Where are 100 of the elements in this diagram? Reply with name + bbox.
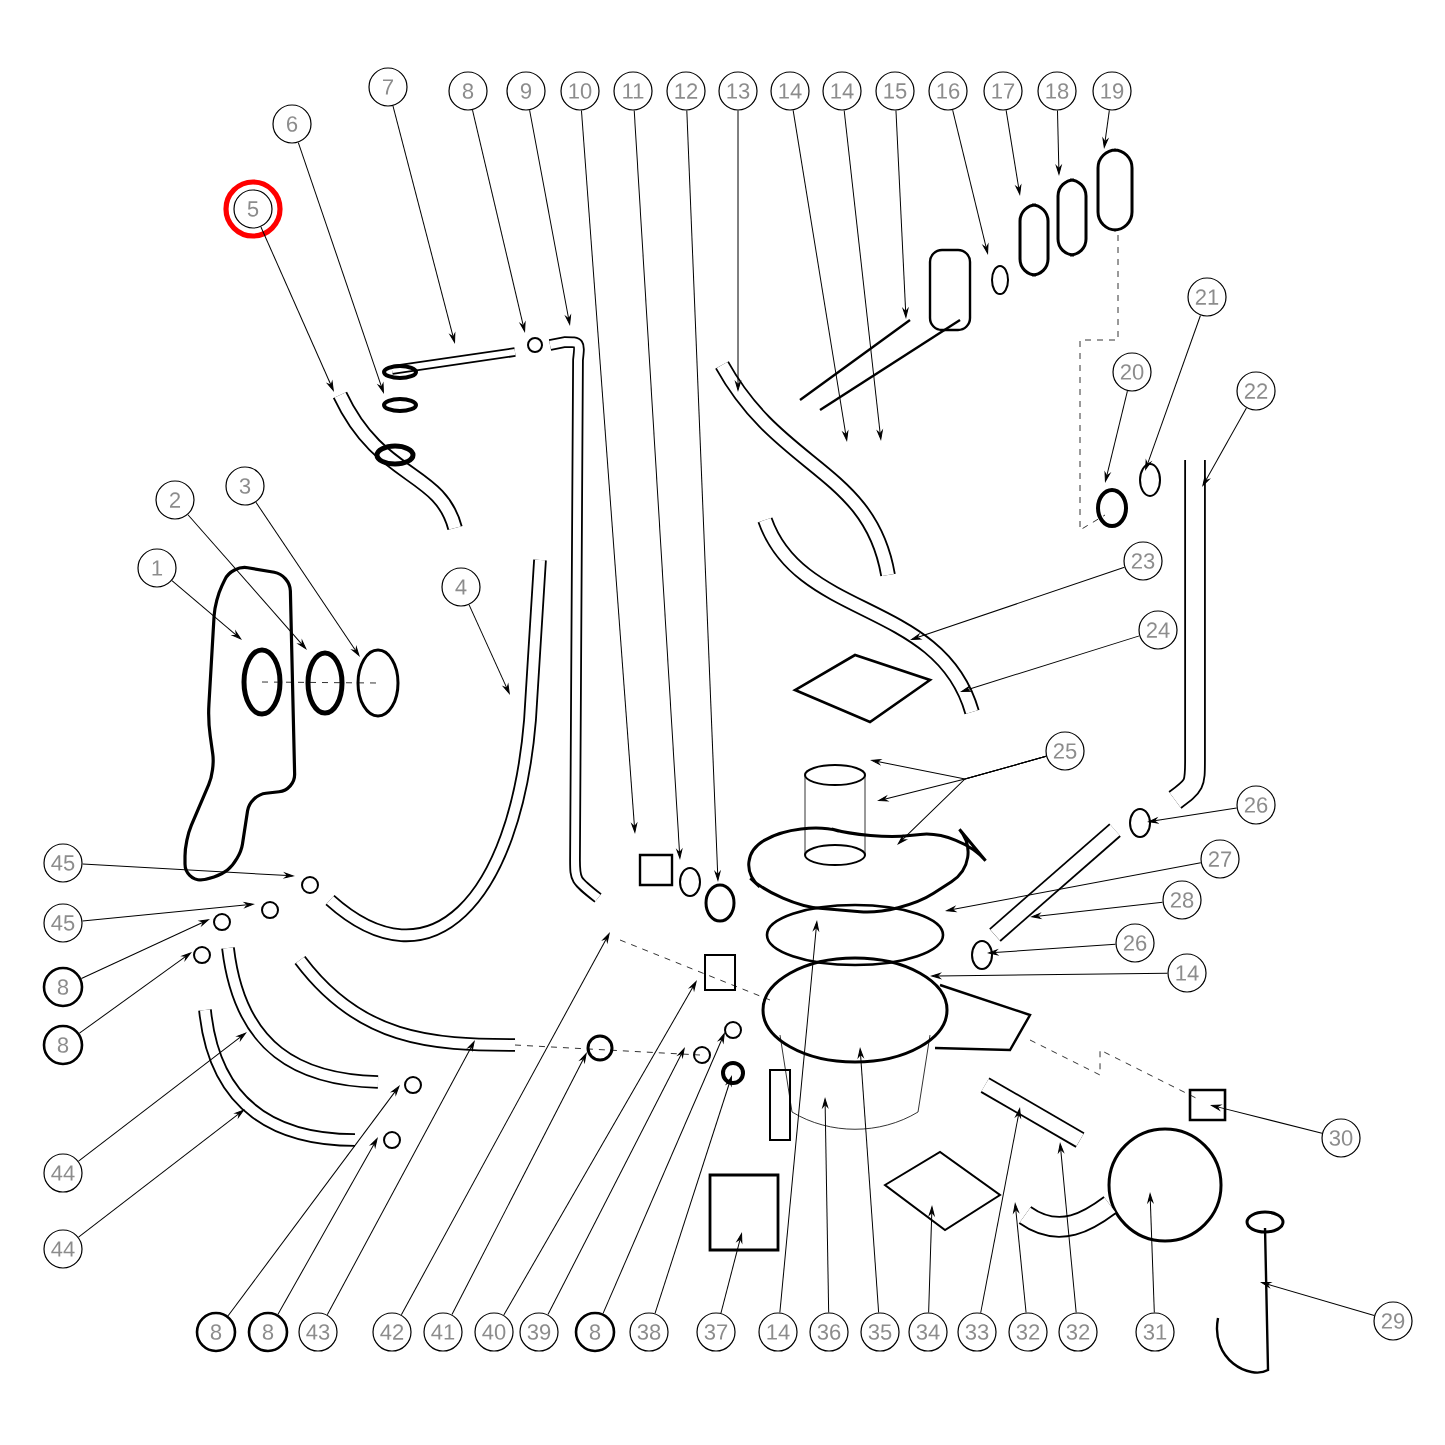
callout-number: 8 — [574, 1311, 616, 1353]
leader-line — [857, 1048, 880, 1313]
leader-line — [392, 105, 456, 343]
leader-line — [735, 110, 741, 391]
callout-number: 5 — [233, 189, 273, 229]
callout-number: 32 — [1058, 1312, 1098, 1352]
leader-line — [547, 1048, 685, 1316]
callout-number: 35 — [860, 1312, 900, 1352]
leader-line — [297, 142, 384, 393]
callout-number: 8 — [195, 1311, 237, 1353]
callout-number: 11 — [613, 71, 653, 111]
leader-line — [1104, 390, 1128, 482]
callout-number: 1 — [137, 548, 177, 588]
callout-number: 33 — [957, 1312, 997, 1352]
callout-number: 43 — [298, 1312, 338, 1352]
leader-line — [792, 109, 849, 441]
leader-line — [171, 580, 242, 640]
leader-line — [1145, 314, 1201, 470]
callout-number: 37 — [696, 1312, 736, 1352]
leader-line — [78, 1032, 247, 1162]
leader-line — [931, 972, 1168, 979]
callout-number: 6 — [272, 104, 312, 144]
leader-line — [503, 981, 697, 1316]
callout-number: 14 — [758, 1312, 798, 1352]
leader-line — [988, 943, 1116, 956]
callout-number: 19 — [1092, 71, 1132, 111]
callout-number: 4 — [441, 567, 481, 607]
callout-number: 9 — [506, 71, 546, 111]
leader-line — [843, 110, 883, 440]
callout-number: 27 — [1200, 839, 1240, 879]
callout-number: 25 — [1045, 731, 1085, 771]
callout-number: 15 — [875, 71, 915, 111]
callout-number: 14 — [1167, 953, 1207, 993]
leader-line — [472, 109, 526, 332]
callout-number: 22 — [1236, 371, 1276, 411]
callout-number: 34 — [908, 1312, 948, 1352]
callout-number: 3 — [225, 466, 265, 506]
callout-number: 28 — [1162, 880, 1202, 920]
leader-line — [633, 110, 683, 859]
leader-line — [78, 952, 192, 1034]
callout-number: 38 — [629, 1312, 669, 1352]
leader-line — [1005, 109, 1022, 195]
leader-line — [952, 109, 989, 254]
leader-line — [260, 226, 334, 391]
callout-number: 10 — [560, 71, 600, 111]
callout-number: 39 — [519, 1312, 559, 1352]
leader-line — [980, 1108, 1021, 1314]
callout-number: 20 — [1112, 352, 1152, 392]
callout-number: 14 — [822, 71, 862, 111]
callout-number: 12 — [666, 71, 706, 111]
leader-line — [911, 566, 1125, 640]
callout-number: 16 — [928, 71, 968, 111]
leader-line — [1013, 1203, 1027, 1313]
leader-line — [326, 1041, 475, 1316]
leader-line — [1147, 1193, 1155, 1313]
callout-number: 7 — [368, 67, 408, 107]
callout-number: 8 — [42, 966, 84, 1008]
leader-line — [78, 1109, 245, 1238]
leader-line — [822, 1098, 830, 1313]
callout-number: 44 — [43, 1153, 83, 1193]
leader-line — [1202, 407, 1247, 486]
leader-line — [779, 921, 819, 1313]
callout-number: 45 — [43, 903, 83, 943]
callout-number: 32 — [1008, 1312, 1048, 1352]
leader-line — [1261, 1282, 1375, 1316]
callout-number: 21 — [1187, 277, 1227, 317]
leader-line — [580, 110, 638, 833]
leader-line — [1055, 110, 1062, 175]
leader-line — [400, 933, 610, 1316]
leader-line — [946, 862, 1202, 913]
callout-number: 42 — [372, 1312, 412, 1352]
leader-line — [720, 1233, 743, 1314]
callout-number: 13 — [718, 71, 758, 111]
leader-line — [897, 755, 1047, 845]
leader-line — [468, 604, 510, 694]
leader-line — [82, 902, 254, 922]
callout-number: 8 — [448, 71, 488, 111]
leader-line — [928, 1206, 935, 1313]
leader-line — [686, 110, 721, 881]
leader-line — [277, 1138, 378, 1315]
callout-number: 2 — [155, 480, 195, 520]
leader-line — [1211, 1104, 1323, 1134]
callout-number: 29 — [1373, 1301, 1413, 1341]
leader-line — [529, 109, 572, 325]
leader-line — [961, 635, 1140, 692]
callout-number: 26 — [1115, 923, 1155, 963]
callout-number: 18 — [1037, 71, 1077, 111]
callout-number: 36 — [809, 1312, 849, 1352]
callout-number: 30 — [1321, 1118, 1361, 1158]
leader-line — [895, 110, 909, 318]
leader-line — [82, 863, 294, 879]
leader-line — [255, 501, 360, 657]
callout-number: 8 — [42, 1024, 84, 1066]
callout-number: 44 — [43, 1229, 83, 1269]
leader-line — [1031, 901, 1164, 919]
leader-line — [227, 1085, 400, 1317]
callout-number: 23 — [1123, 541, 1163, 581]
leader-line — [1058, 1143, 1077, 1313]
leader-line — [654, 1076, 732, 1314]
callout-number: 17 — [983, 71, 1023, 111]
